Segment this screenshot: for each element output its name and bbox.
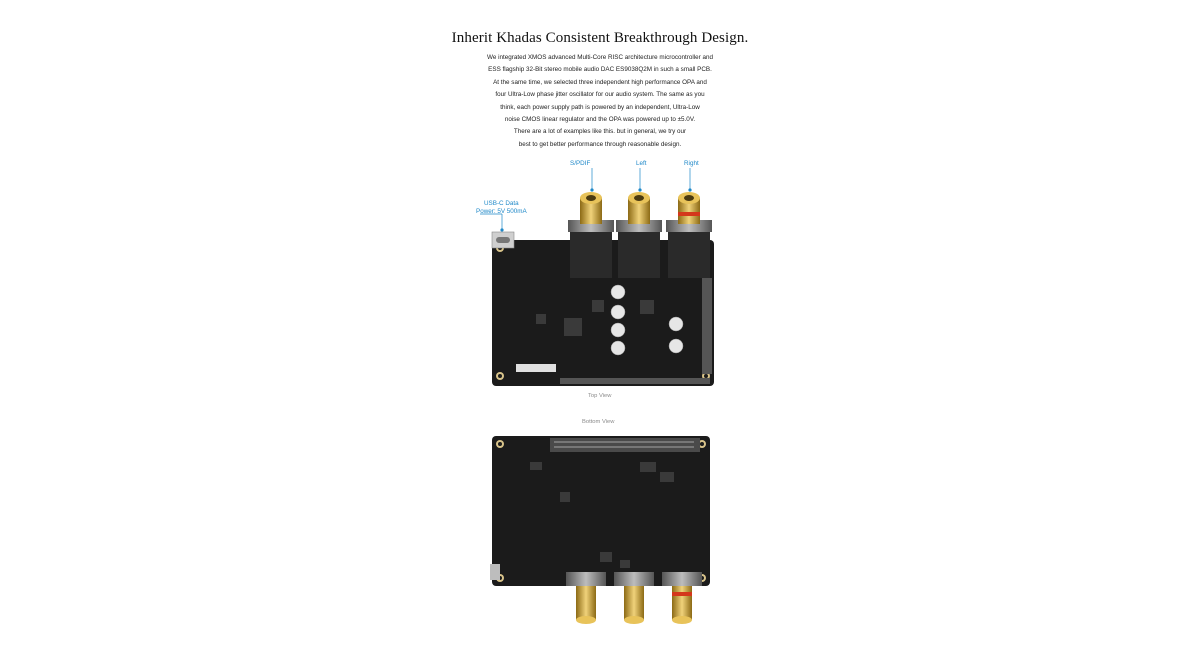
- usb-c-callout-line: USB-C Data: [484, 200, 519, 207]
- left-callout-label: Left: [636, 160, 647, 167]
- bottom-view-label: Bottom View: [582, 419, 615, 425]
- gpio-header-pins: [550, 438, 700, 452]
- right-callout-label: Right: [684, 160, 699, 167]
- feature-description: We integrated XMOS advanced Multi-Core R…: [420, 52, 780, 151]
- description-line: There are a lot of examples like this. b…: [513, 128, 687, 136]
- description-line: four Ultra-Low phase jitter oscillator f…: [495, 91, 705, 99]
- top-view-board-image: [480, 168, 714, 386]
- usb-c-callout-line: Power: 5V 500mA: [476, 208, 527, 215]
- pcb-bottom: [492, 436, 710, 586]
- callout-lines: [480, 168, 691, 230]
- description-line: think, each power supply path is powered…: [500, 103, 700, 111]
- rca-jack-spdif: [568, 192, 614, 278]
- description-line: noise CMOS linear regulator and the OPA …: [504, 116, 696, 124]
- rca-jack-right-bottom: [662, 572, 702, 624]
- top-view-label: Top View: [588, 393, 612, 399]
- description-line: We integrated XMOS advanced Multi-Core R…: [487, 54, 713, 61]
- rca-jack-left-bottom: [614, 572, 654, 624]
- description-line: best to get better performance through r…: [518, 140, 682, 148]
- bottom-view-board-image: [490, 436, 710, 624]
- gpio-header-pins: [560, 278, 712, 384]
- page-title: Inherit Khadas Consistent Breakthrough D…: [451, 30, 749, 46]
- usb-c-callout: USB-C Data Power: 5V 500mA: [476, 200, 527, 216]
- rca-jack-left: [616, 192, 662, 278]
- spdif-callout-label: S/PDIF: [570, 160, 591, 167]
- rca-jack-right: [666, 192, 712, 278]
- rca-jack-spdif-bottom: [566, 572, 606, 624]
- description-line: ESS flagship 32-Bit stereo mobile audio …: [488, 66, 712, 74]
- description-line: At the same time, we selected three inde…: [493, 78, 707, 86]
